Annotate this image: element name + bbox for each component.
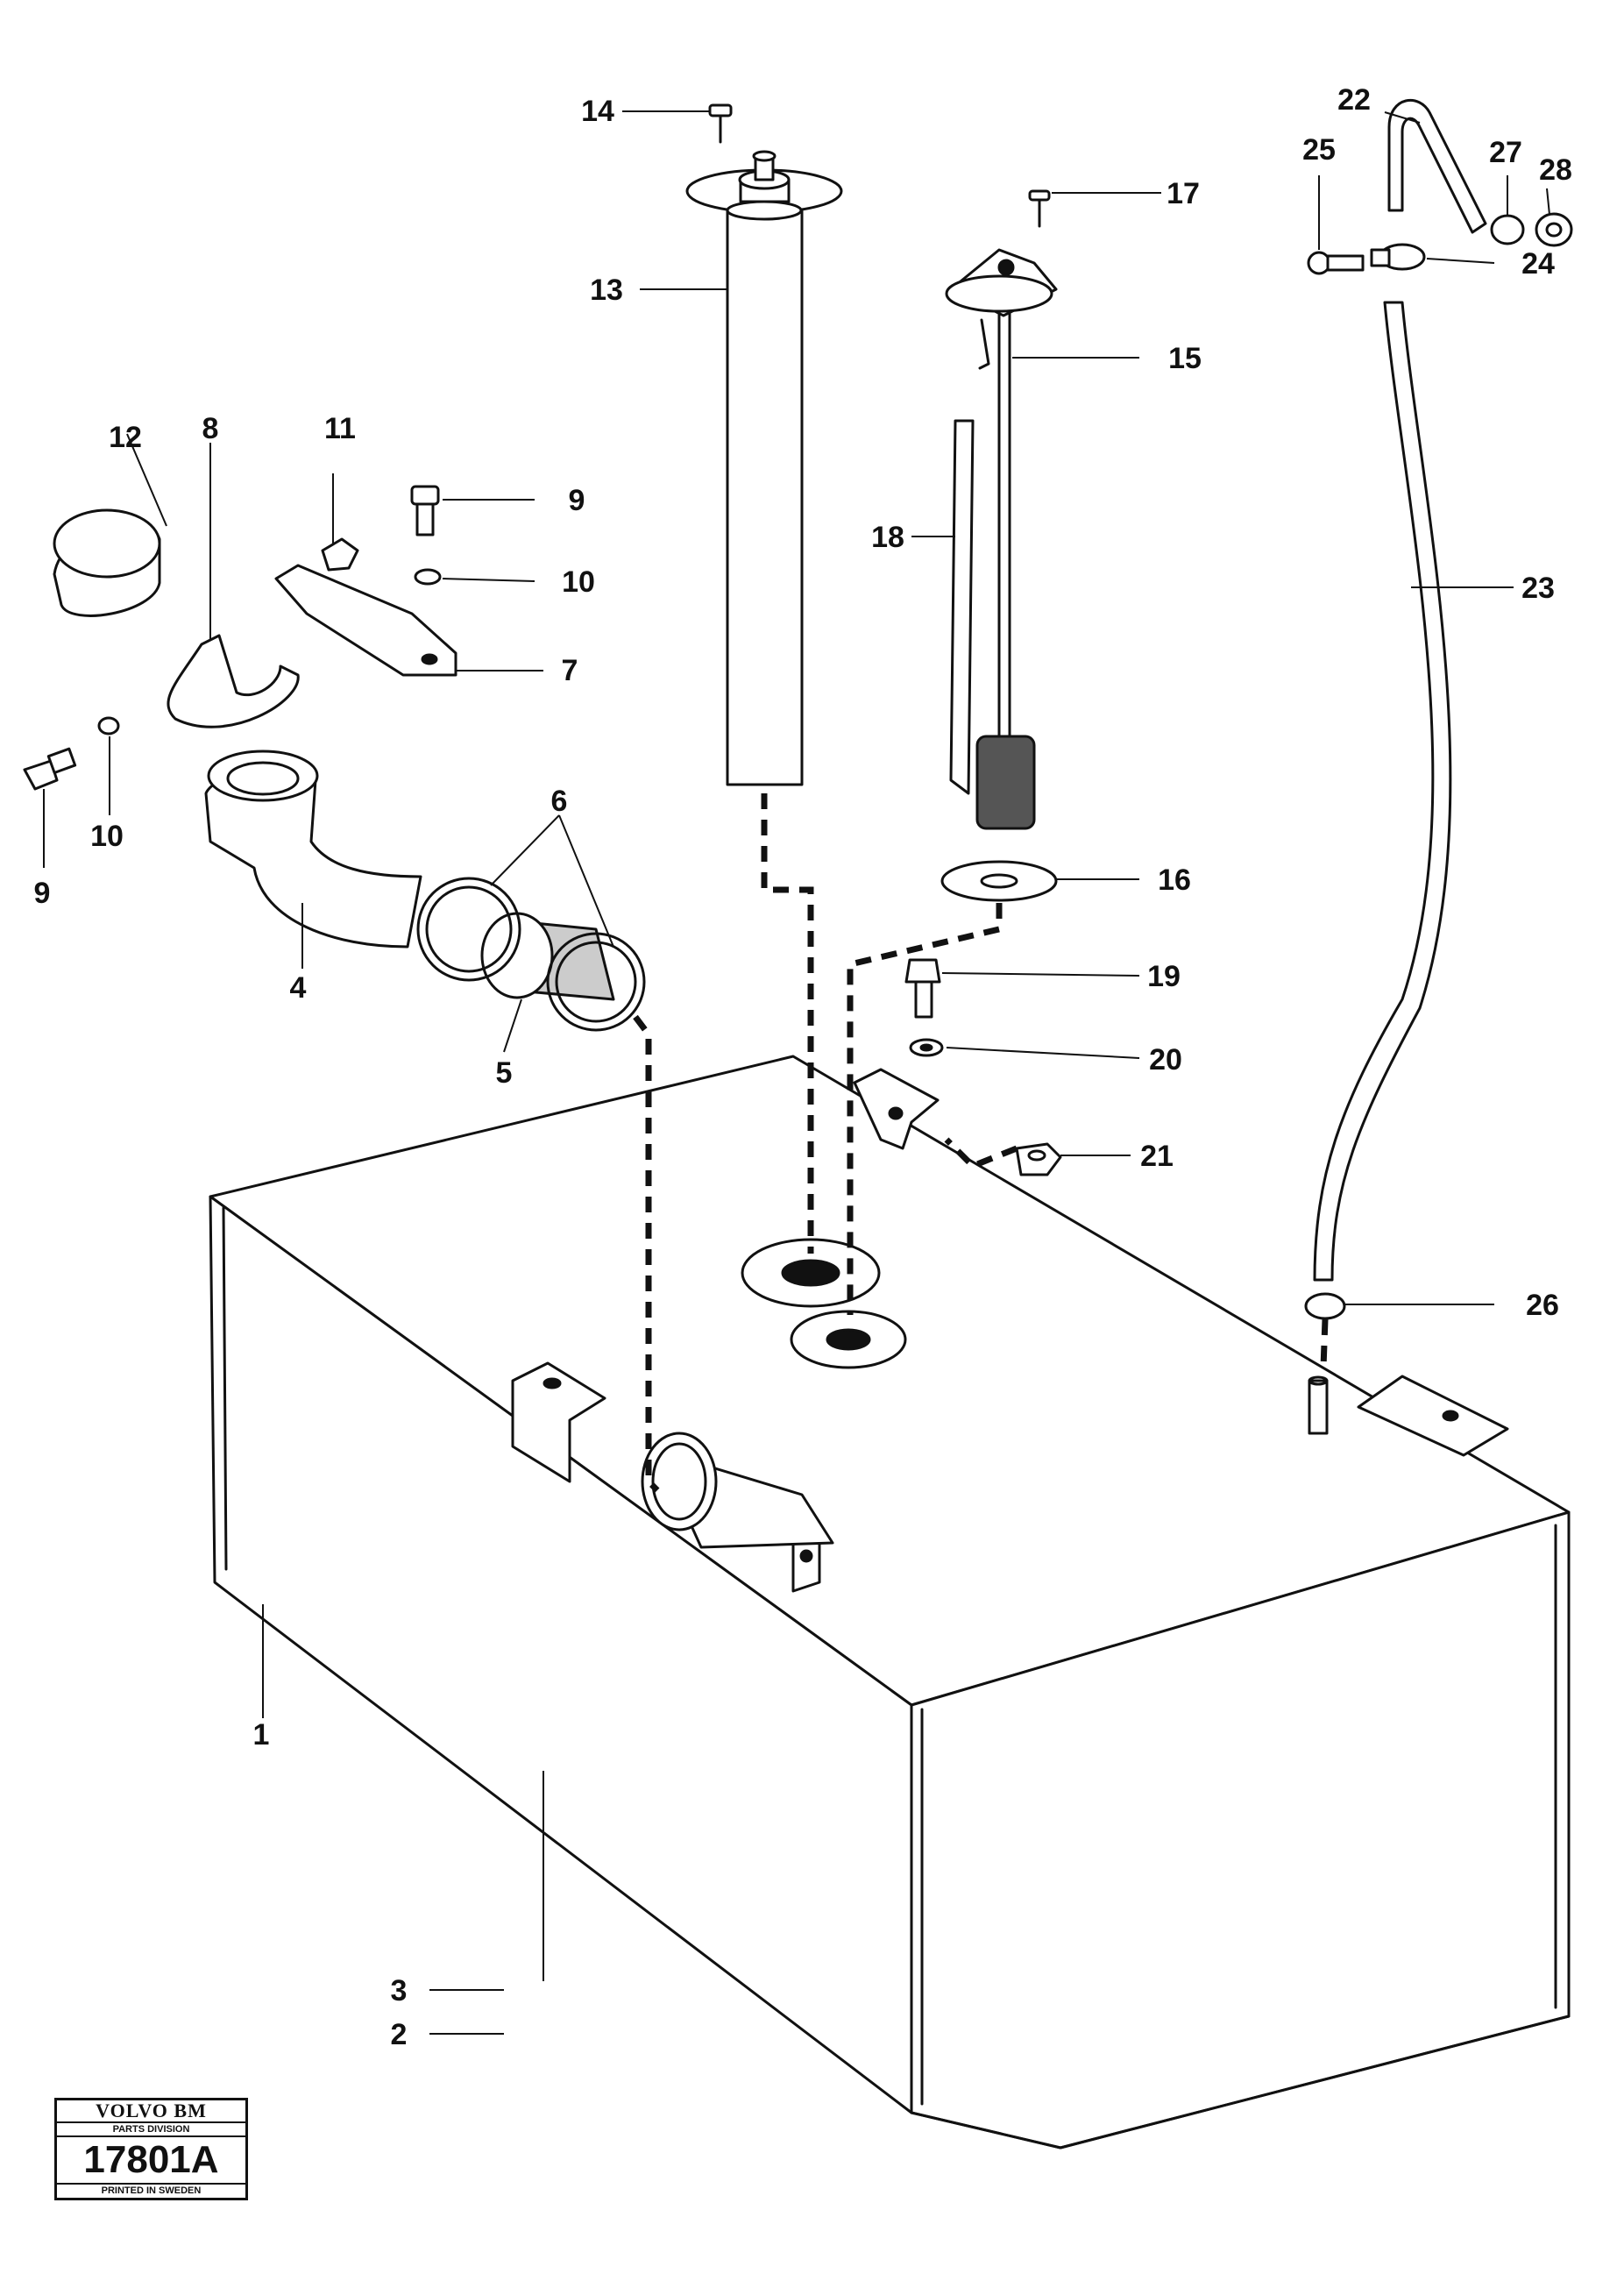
filler-pipe-4: [204, 750, 422, 949]
washer-20: [909, 1038, 944, 1057]
callout-1: 1: [253, 1718, 270, 1752]
callout-9-right: 9: [569, 484, 585, 517]
callout-3: 3: [391, 1974, 408, 2007]
stamp-brand: VOLVO BM: [57, 2100, 245, 2123]
callout-11: 11: [324, 412, 356, 445]
callout-26: 26: [1526, 1289, 1559, 1322]
hose-clip-24: [1370, 243, 1426, 271]
retainer-bracket-7: [274, 564, 457, 677]
hose-clamp-6: [416, 877, 646, 1032]
callout-6: 6: [551, 785, 568, 818]
gasket-16: [940, 860, 1058, 902]
level-sender: [945, 248, 1058, 830]
callout-22: 22: [1337, 83, 1371, 117]
nut-11: [321, 537, 359, 572]
washer-10-left: [97, 716, 120, 735]
assembly-path-lines: [633, 793, 1329, 1493]
stamp-printed: PRINTED IN SWEDEN: [101, 2185, 202, 2196]
filler-cap: [53, 508, 161, 617]
callout-17: 17: [1167, 177, 1200, 210]
fuel-tank: [209, 1055, 1571, 2150]
callout-5: 5: [496, 1056, 513, 1090]
leader-lines: [43, 110, 1550, 2035]
callout-7: 7: [562, 654, 578, 687]
callout-25: 25: [1302, 133, 1336, 167]
sender-tube: [685, 150, 843, 786]
return-hose: [949, 419, 975, 795]
publisher-stamp: VOLVO BM PARTS DIVISION 17801A PRINTED I…: [54, 2098, 248, 2200]
tank-opening-flange: [741, 1238, 907, 1369]
bolt-9-right: [410, 485, 440, 536]
nut-28: [1535, 212, 1573, 247]
callout-20: 20: [1149, 1043, 1182, 1077]
screw-14: [708, 103, 733, 144]
nut-21: [1015, 1142, 1062, 1176]
callout-27: 27: [1489, 136, 1522, 169]
callout-18: 18: [871, 521, 904, 554]
hose-clip-26: [1304, 1292, 1346, 1320]
callout-10-left: 10: [90, 820, 124, 853]
bolt-9-left: [23, 747, 77, 791]
callout-8: 8: [202, 412, 219, 445]
vent-stub: [1308, 1375, 1329, 1435]
callout-16: 16: [1158, 863, 1191, 897]
vent-hose-22: [1387, 98, 1487, 234]
callout-10-right: 10: [562, 565, 595, 599]
vent-hose-23: [1313, 301, 1452, 1282]
filler-neck-stub: [641, 1432, 834, 1549]
hose-5: [480, 912, 615, 1001]
callout-28: 28: [1539, 153, 1572, 187]
washer-10-right: [414, 568, 442, 586]
callout-23: 23: [1521, 572, 1555, 605]
callout-12: 12: [109, 421, 142, 454]
callout-21: 21: [1140, 1140, 1174, 1173]
callout-15: 15: [1168, 342, 1202, 375]
bolt-19: [904, 958, 941, 1019]
callout-24: 24: [1521, 247, 1555, 281]
screw-17: [1028, 189, 1051, 228]
stamp-drawing-number: 17801A: [57, 2137, 245, 2185]
callout-4: 4: [290, 971, 307, 1005]
filler-strap-8: [167, 634, 300, 728]
washer-27: [1490, 214, 1525, 245]
callout-labels: 1 2 3 4 5 6 7 8 9 9 10 10 11 12 13 14 15…: [34, 83, 1572, 2051]
stamp-division: PARTS DIVISION: [57, 2123, 245, 2137]
callout-14: 14: [581, 95, 614, 128]
callout-19: 19: [1147, 960, 1181, 993]
callout-13: 13: [590, 274, 623, 307]
screw-25: [1307, 251, 1365, 275]
callout-9-left: 9: [34, 877, 51, 910]
callout-2: 2: [391, 2018, 408, 2051]
